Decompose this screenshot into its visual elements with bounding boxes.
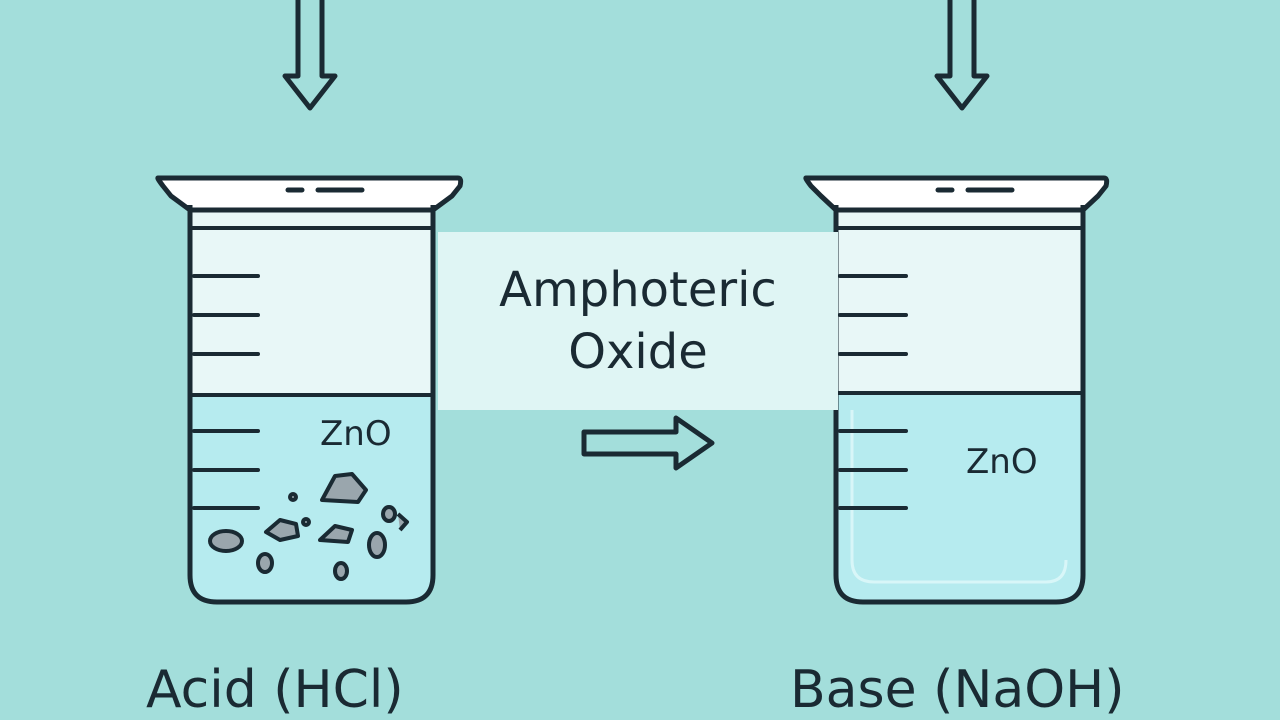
left-beaker-contents: ZnO	[320, 414, 392, 454]
right-beaker-label: Base (NaOH)	[790, 660, 1125, 720]
left-beaker-label: Acid (HCl)	[146, 660, 404, 720]
title-box: Amphoteric Oxide	[438, 232, 838, 410]
beaker-icon-left	[155, 175, 464, 605]
down-arrow-icon-left	[282, 0, 338, 111]
title-line-1: Amphoteric	[499, 262, 777, 318]
right-arrow-icon	[581, 415, 715, 471]
right-beaker-contents: ZnO	[966, 442, 1038, 482]
zno-particles	[208, 472, 409, 581]
title-line-2: Oxide	[568, 324, 708, 380]
beaker-icon-right	[803, 175, 1110, 605]
down-arrow-icon-right	[934, 0, 990, 111]
